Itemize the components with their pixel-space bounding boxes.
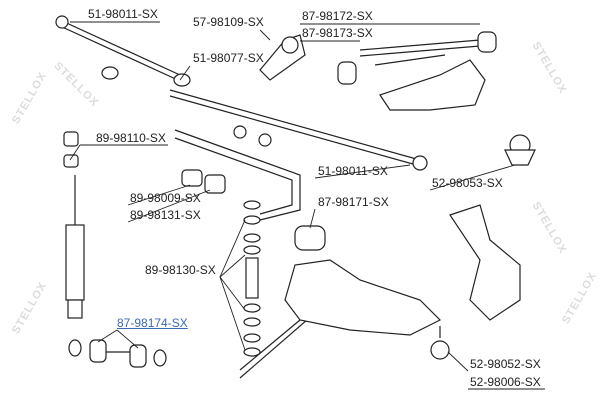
shock-absorber [65,175,85,319]
part-label-57-98109-sx[interactable]: 57-98109-SX [193,15,264,29]
bushing-89-98009 [181,169,203,187]
stabilizer-link-stack [243,200,261,357]
part-label-87-98174-sx[interactable]: 87-98174-SX [117,316,188,330]
bushing-87-98171 [294,225,326,251]
part-label-87-98173-sx[interactable]: 87-98173-SX [302,26,373,40]
part-label-87-98171-sx[interactable]: 87-98171-SX [318,195,389,209]
part-label-89-98130-sx[interactable]: 89-98130-SX [145,263,216,277]
part-label-52-98006-sx[interactable]: 52-98006-SX [470,375,541,389]
shock-bushings [68,339,167,368]
part-label-87-98172-sx[interactable]: 87-98172-SX [302,9,373,23]
upper-control-arm [379,59,486,111]
bushing-89-98110 [63,131,79,147]
ball-joint-upper [504,134,536,166]
steering-knuckle [449,204,521,321]
part-label-89-98131-sx[interactable]: 89-98131-SX [130,208,201,222]
center-link [169,89,428,171]
part-label-51-98011-sx[interactable]: 51-98011-SX [88,7,158,21]
part-label-89-98009-sx[interactable]: 89-98009-SX [130,191,201,205]
pitman-arm [259,34,306,81]
part-label-52-98053-sx[interactable]: 52-98053-SX [432,176,503,190]
part-label-89-98110-sx[interactable]: 89-98110-SX [96,131,166,145]
ball-joint-lower [430,326,450,360]
bushing-89-98110-b [63,154,79,168]
bushing-89-98131 [204,174,226,194]
part-label-52-98052-sx[interactable]: 52-98052-SX [470,357,541,371]
tie-rod-upper [55,15,191,87]
part-label-51-98077-sx[interactable]: 51-98077-SX [193,51,264,65]
lower-control-arm [284,259,442,336]
part-label-51-98011-sx-2[interactable]: 51-98011-SX [318,164,388,178]
upper-arm-bushings [337,31,497,85]
